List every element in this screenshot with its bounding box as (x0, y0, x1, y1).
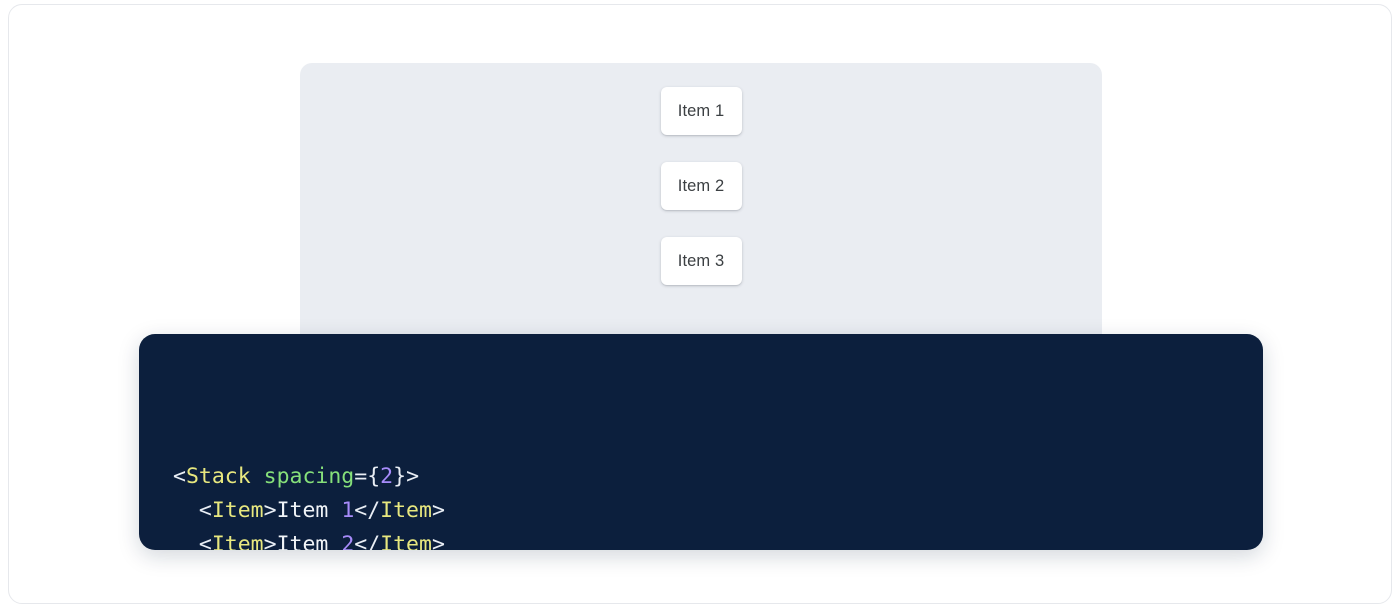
code-token-text: Item (276, 532, 342, 550)
code-token-number: 2 (341, 532, 355, 550)
stack-container: Item 1 Item 2 Item 3 (300, 87, 1102, 285)
code-token-punct: < (173, 464, 186, 489)
code-token-tag: Item (380, 532, 432, 550)
code-token-punct: } (393, 464, 407, 489)
code-token-punct: > (431, 532, 445, 550)
code-snippet-block[interactable]: <Stack spacing={2}> <Item>Item 1</Item> … (139, 334, 1263, 550)
code-token-punct (251, 464, 264, 489)
code-token-punct: </ (354, 498, 381, 523)
code-indent (173, 532, 199, 550)
code-token-punct: </ (354, 532, 381, 550)
stack-item[interactable]: Item 3 (660, 237, 742, 285)
code-token-punct: < (198, 532, 212, 550)
code-line: <Item>Item 1</Item> (173, 494, 1263, 528)
stack-item-label: Item 1 (677, 101, 725, 120)
code-line: <Item>Item 2</Item> (173, 528, 1263, 550)
stack-item-label: Item 3 (677, 251, 725, 270)
code-token-punct: > (406, 464, 420, 489)
code-token-attr: spacing (263, 464, 355, 489)
code-token-punct: = (354, 464, 368, 489)
code-token-punct: > (263, 532, 277, 550)
code-token-tag: Item (380, 498, 432, 523)
code-token-number: 1 (341, 498, 355, 523)
stack-item[interactable]: Item 1 (660, 87, 742, 135)
code-line: <Stack spacing={2}> (173, 460, 1263, 494)
code-token-punct: > (431, 498, 445, 523)
code-token-punct: { (367, 464, 381, 489)
code-token-number: 2 (380, 464, 394, 489)
code-token-tag: Item (211, 532, 264, 550)
code-snippet-text: <Stack spacing={2}> <Item>Item 1</Item> … (173, 358, 1263, 550)
stack-preview-panel: Item 1 Item 2 Item 3 (300, 63, 1102, 353)
code-indent (173, 498, 199, 523)
stack-item-label: Item 2 (677, 176, 725, 195)
code-token-text: Item (276, 498, 342, 523)
code-token-tag: Item (211, 498, 264, 523)
code-token-punct: > (263, 498, 277, 523)
code-token-tag: Stack (185, 464, 251, 489)
code-token-punct: < (198, 498, 212, 523)
stack-item[interactable]: Item 2 (660, 162, 742, 210)
